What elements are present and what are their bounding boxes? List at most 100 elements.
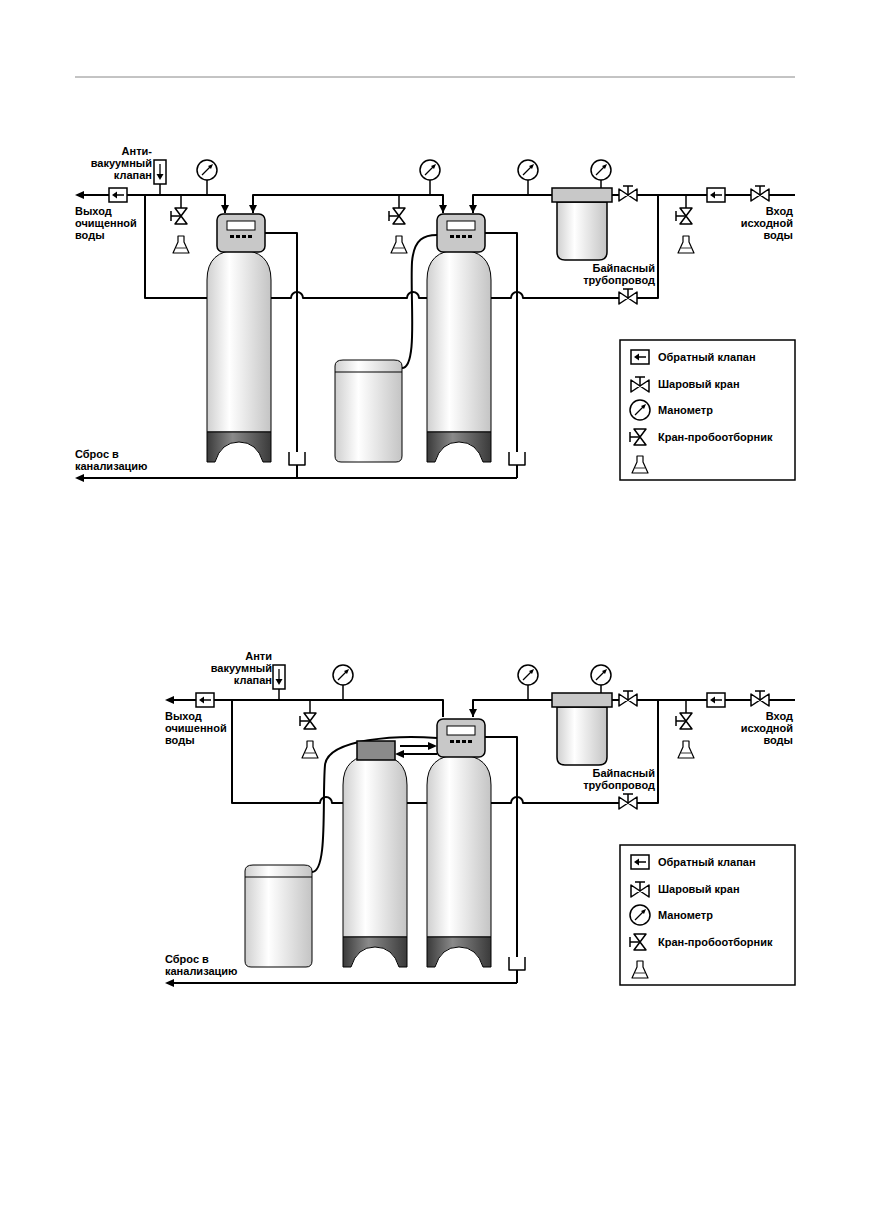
legend-box	[620, 340, 795, 480]
tank-cap	[357, 741, 395, 760]
filter-head	[552, 188, 612, 202]
sample-flask	[632, 456, 648, 473]
legend-text: Обратный клапан	[658, 351, 756, 363]
check-valve-arrow-head	[634, 354, 639, 361]
gauge-needle-head	[641, 909, 646, 914]
sampling-valve-handle	[171, 211, 181, 221]
legend-text: Манометр	[658, 909, 713, 921]
flow-arrow	[249, 205, 257, 213]
check-valve-arrow	[116, 194, 124, 196]
pressure-gauge	[333, 665, 353, 685]
pressure-gauge	[197, 160, 217, 180]
air-gap	[509, 452, 525, 465]
ball-valve-handle	[635, 882, 645, 891]
tank-base	[427, 937, 491, 967]
pressure-gauge	[591, 160, 611, 180]
pressure-gauge	[420, 160, 440, 180]
anti-vacuum-arrow	[159, 164, 160, 174]
ball-valve-handle	[755, 691, 765, 700]
drain-main	[84, 477, 517, 479]
legend-text: Шаровый кран	[658, 883, 740, 895]
legend-box	[620, 845, 795, 985]
sample-flask	[173, 236, 189, 253]
sampler-stem	[685, 700, 687, 713]
check-valve	[707, 693, 725, 707]
check-valve-arrow-head	[710, 697, 715, 704]
control-valve-head	[217, 214, 265, 252]
control-button	[450, 235, 454, 238]
control-button	[248, 235, 252, 238]
header-rule	[75, 77, 795, 78]
gauge-stem	[206, 180, 208, 195]
flask-level	[681, 248, 691, 249]
flow-arrow	[221, 205, 229, 213]
gauge-needle-head	[602, 164, 607, 169]
ball-valve-handle	[623, 691, 633, 700]
filter-bowl	[557, 707, 607, 765]
sampler-stem	[398, 195, 400, 208]
control-display	[447, 726, 475, 735]
check-valve-arrow-head	[199, 697, 204, 704]
tank-base	[427, 432, 491, 462]
ball-valve-handle	[755, 186, 765, 195]
brine-tank-lid	[335, 372, 402, 373]
gauge-stem	[527, 685, 529, 700]
drain-main	[174, 982, 517, 984]
gauge-stem	[429, 180, 431, 195]
control-button	[230, 235, 234, 238]
ball-valve-handle	[623, 289, 633, 298]
check-valve-arrow	[638, 861, 646, 863]
air-gap	[509, 957, 525, 970]
gauge-needle-head	[344, 669, 349, 674]
check-valve-arrow	[638, 356, 646, 358]
sample-flask	[678, 236, 694, 253]
flow-arrow	[469, 205, 477, 213]
control-button	[236, 235, 240, 238]
filter-tank	[207, 250, 271, 432]
sample-flask	[632, 961, 648, 978]
gauge-needle-head	[529, 164, 534, 169]
check-valve	[707, 188, 725, 202]
anti-vacuum-arrow-head	[276, 679, 283, 685]
flask-level	[635, 468, 645, 469]
anti-vacuum-valve	[273, 665, 285, 689]
gauge-needle-head	[602, 669, 607, 674]
outlet-label: Выход очишенной воды	[165, 710, 227, 746]
sampling-valve-handle	[389, 211, 399, 221]
sampling-valve-handle	[676, 211, 686, 221]
legend-text: Обратный клапан	[658, 856, 756, 868]
tank-base	[207, 432, 271, 462]
pressure-gauge	[591, 665, 611, 685]
legend-text: Кран-пробоотборник	[658, 431, 772, 443]
drain-label: Сброс в канализацию	[165, 953, 253, 977]
legend-text: Шаровый кран	[658, 378, 740, 390]
sample-flask	[391, 236, 407, 253]
check-valve-arrow	[714, 194, 722, 196]
brine-tank-lid	[245, 877, 312, 878]
gauge-needle-head	[208, 164, 213, 169]
bypass-label: Байпасный трубопровод	[583, 767, 655, 791]
flow-arrow	[165, 696, 174, 704]
anti-vacuum-stem	[159, 184, 161, 195]
gauge-needle-head	[431, 164, 436, 169]
gauge-stem	[342, 685, 344, 700]
check-valve-arrow-head	[112, 192, 117, 199]
pressure-gauge	[630, 905, 650, 925]
filter-head	[552, 693, 612, 707]
flask-level	[394, 248, 404, 249]
flow-arrow	[469, 709, 477, 717]
check-valve-arrow-head	[710, 192, 715, 199]
check-valve-arrow	[203, 699, 211, 701]
sampler-stem	[309, 700, 311, 713]
control-button	[462, 740, 466, 743]
control-display	[447, 221, 475, 230]
pressure-gauge	[630, 400, 650, 420]
filter-tank	[427, 250, 491, 432]
sample-flask	[678, 741, 694, 758]
ball-valve-handle	[623, 794, 633, 803]
legend-text: Манометр	[658, 404, 713, 416]
check-valve	[631, 855, 649, 869]
